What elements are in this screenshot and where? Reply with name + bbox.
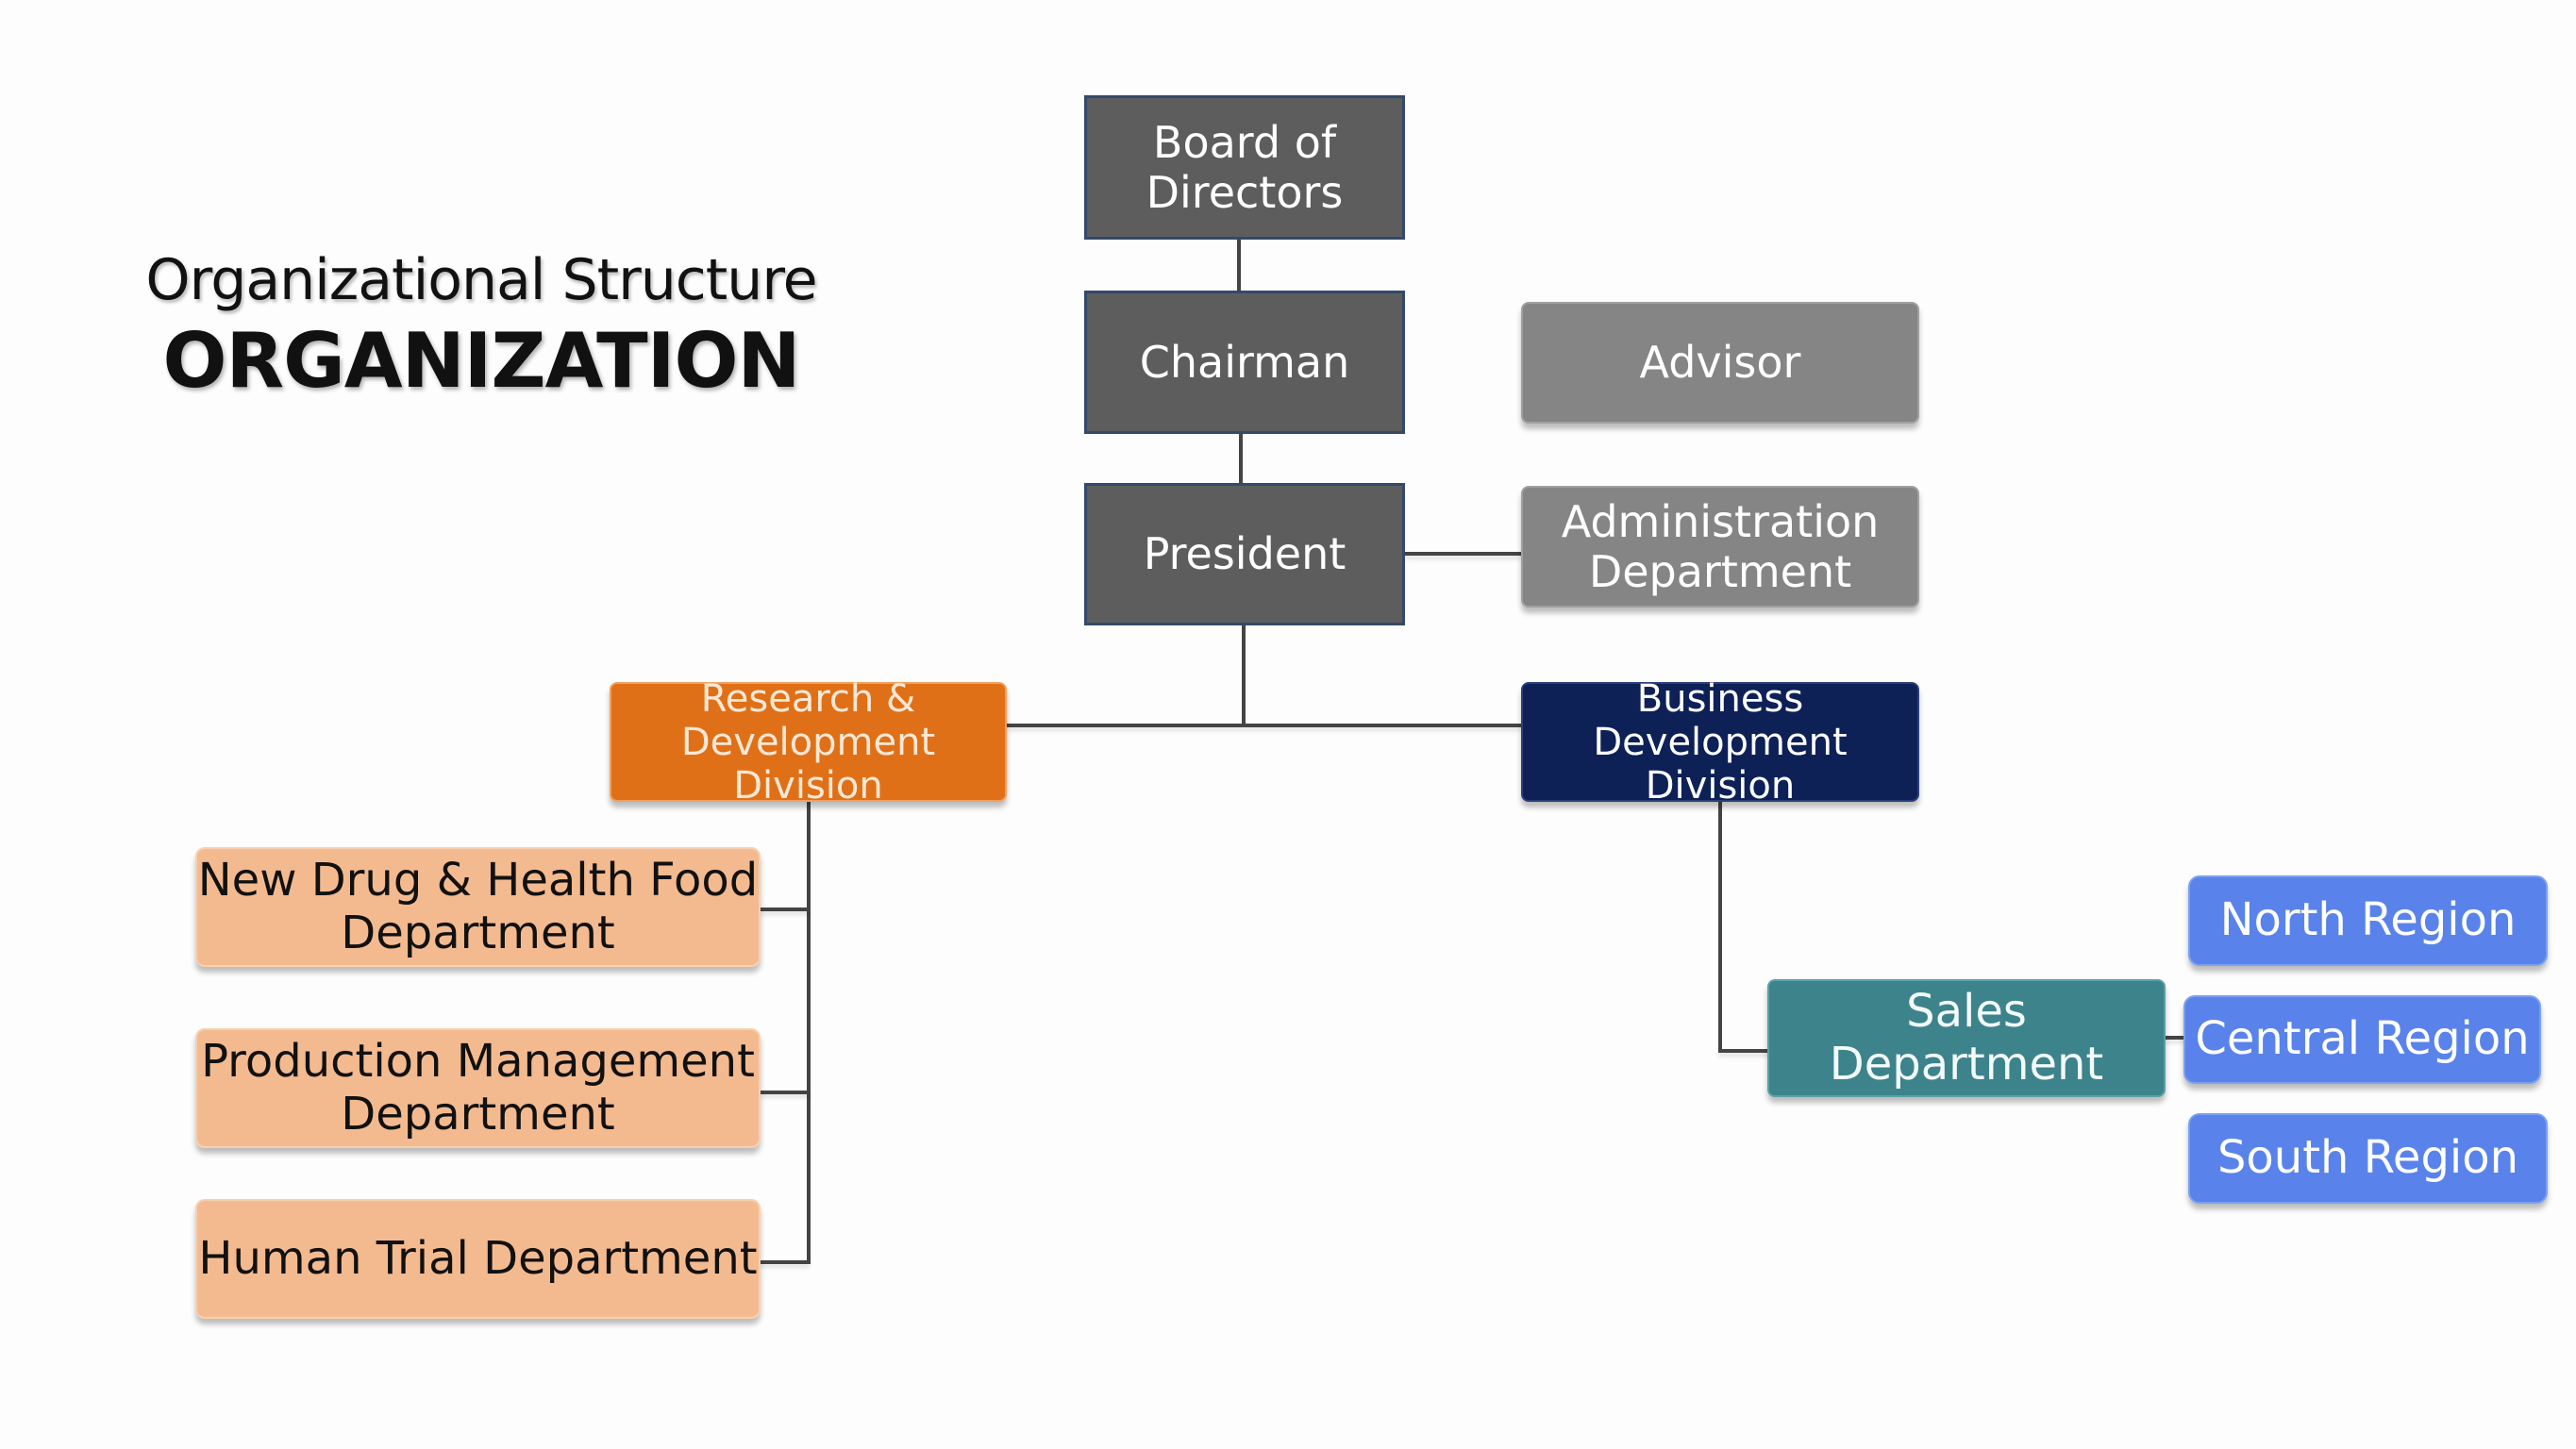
rd-division-box[interactable]: Research & Development Division	[610, 677, 1007, 808]
advisor-box[interactable]: Advisor	[1521, 302, 1919, 424]
connector-divisions-bar	[1007, 724, 1522, 727]
production-label-line1: Production Management	[201, 1035, 755, 1089]
chairman-box[interactable]: Chairman	[1084, 291, 1405, 434]
south-region-label: South Region	[2216, 1131, 2519, 1185]
connector-chairman-president	[1239, 434, 1243, 485]
administration-department-box[interactable]: Administration Department	[1521, 486, 1919, 608]
connector-board-chairman	[1237, 240, 1241, 292]
north-region-box[interactable]: North Region	[2188, 875, 2548, 966]
rd-label-line1: Research &	[700, 676, 916, 721]
connector-rd-humantrial	[761, 1260, 810, 1264]
president-label: President	[1143, 528, 1347, 580]
connector-bd-trunk	[1718, 802, 1722, 1053]
humantrial-label: Human Trial Department	[198, 1231, 758, 1285]
new-drug-health-food-department-box[interactable]: New Drug & Health Food Department	[195, 847, 761, 967]
subtitle: Organizational Structure	[145, 247, 817, 313]
connector-sales-central	[2166, 1036, 2184, 1040]
newdrug-label-line2: Department	[341, 906, 615, 959]
production-management-department-box[interactable]: Production Management Department	[195, 1028, 761, 1148]
board-label-line2: Directors	[1146, 166, 1344, 218]
admin-label-line1: Administration	[1561, 495, 1880, 547]
human-trial-department-box[interactable]: Human Trial Department	[195, 1199, 761, 1319]
admin-label-line2: Department	[1588, 545, 1852, 597]
south-region-box[interactable]: South Region	[2188, 1113, 2548, 1204]
advisor-label: Advisor	[1639, 337, 1801, 389]
rd-label-line2: Development Division	[680, 720, 936, 808]
connector-bd-sales	[1718, 1049, 1769, 1053]
bd-division-box[interactable]: Business Development Division	[1521, 677, 1919, 808]
central-region-box[interactable]: Central Region	[2183, 995, 2541, 1084]
bd-label-line2: Development Division	[1593, 720, 1848, 808]
page-title: ORGANIZATION	[162, 317, 801, 405]
north-region-label: North Region	[2219, 893, 2517, 947]
connector-rd-newdrug	[761, 908, 810, 911]
connector-president-divisions	[1242, 625, 1246, 725]
production-label-line2: Department	[341, 1087, 615, 1141]
connector-president-admin	[1405, 552, 1522, 556]
sales-label: Sales Department	[1829, 985, 2104, 1091]
sales-department-box[interactable]: Sales Department	[1767, 979, 2166, 1097]
central-region-label: Central Region	[2195, 1012, 2530, 1066]
newdrug-label-line1: New Drug & Health Food	[197, 854, 759, 908]
connector-rd-trunk	[807, 802, 811, 1264]
board-label-line1: Board of	[1152, 116, 1337, 168]
bd-label-line1: Business	[1636, 676, 1804, 721]
board-of-directors-box[interactable]: Board of Directors	[1084, 95, 1405, 240]
chairman-label: Chairman	[1139, 336, 1350, 388]
connector-rd-production	[761, 1091, 810, 1094]
president-box[interactable]: President	[1084, 483, 1405, 625]
